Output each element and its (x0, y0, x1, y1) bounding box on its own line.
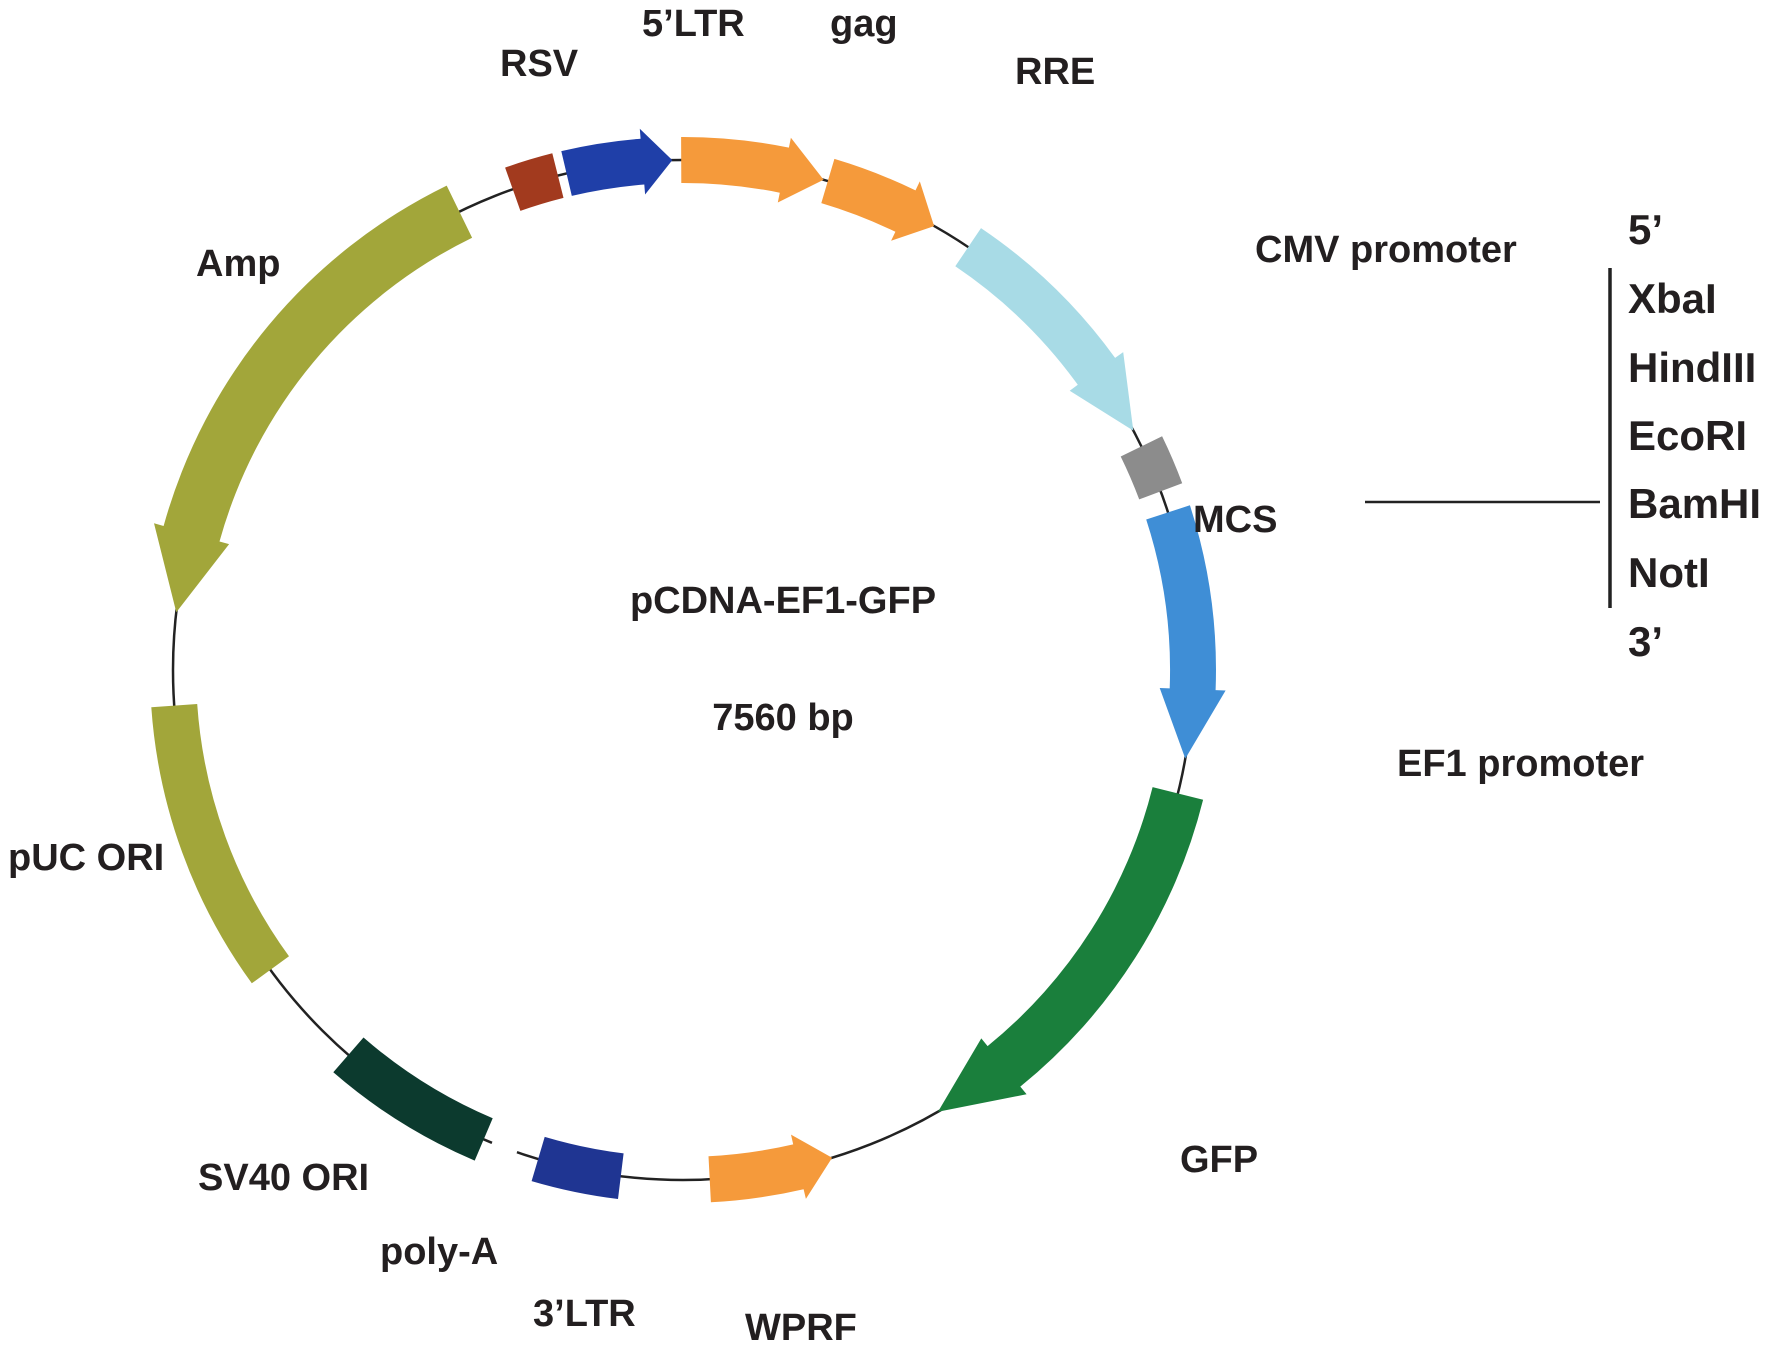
label-sv40: SV40 ORI (198, 1157, 369, 1199)
feature-mcs (1120, 436, 1183, 500)
feature-ltr5 (561, 128, 673, 196)
feature-shapes (151, 128, 1226, 1203)
plasmid-size: 7560 bp (712, 697, 854, 739)
label-rre: RRE (1015, 51, 1095, 93)
label-amp: Amp (196, 243, 280, 285)
plasmid-name: pCDNA-EF1-GFP (630, 580, 936, 622)
feature-ltr3 (531, 1136, 624, 1199)
feature-puc (151, 704, 289, 984)
feature-wprf (708, 1134, 833, 1203)
feature-polya (486, 1129, 522, 1167)
label-cmv: CMV promoter (1255, 229, 1517, 271)
label-puc: pUC ORI (8, 837, 164, 879)
feature-rre (821, 158, 935, 241)
label-5ltr: 5’LTR (642, 3, 745, 45)
feature-gag (681, 136, 824, 203)
feature-sv40 (333, 1037, 493, 1161)
feature-amp (154, 185, 473, 613)
label-polya: poly-A (380, 1231, 498, 1273)
feature-rsv (505, 153, 564, 211)
label-gfp: GFP (1180, 1139, 1258, 1181)
feature-ef1 (1146, 505, 1226, 759)
label-ef1: EF1 promoter (1397, 743, 1644, 785)
label-3ltr: 3’LTR (533, 1293, 636, 1335)
label-gag: gag (830, 3, 898, 45)
mcs-site-xbai: XbaI (1628, 275, 1717, 322)
mcs-site-noti: NotI (1628, 549, 1710, 596)
label-mcs: MCS (1193, 499, 1277, 541)
mcs-three-prime: 3’ (1628, 618, 1663, 665)
label-wprf: WPRF (745, 1307, 857, 1349)
mcs-site-bamhi: BamHI (1628, 480, 1761, 527)
mcs-five-prime: 5’ (1628, 206, 1663, 253)
feature-gfp (938, 787, 1204, 1112)
mcs-site-ecori: EcoRI (1628, 412, 1747, 459)
feature-cmv (955, 228, 1134, 431)
label-rsv: RSV (500, 43, 579, 85)
mcs-site-hindiii: HindIII (1628, 344, 1756, 391)
